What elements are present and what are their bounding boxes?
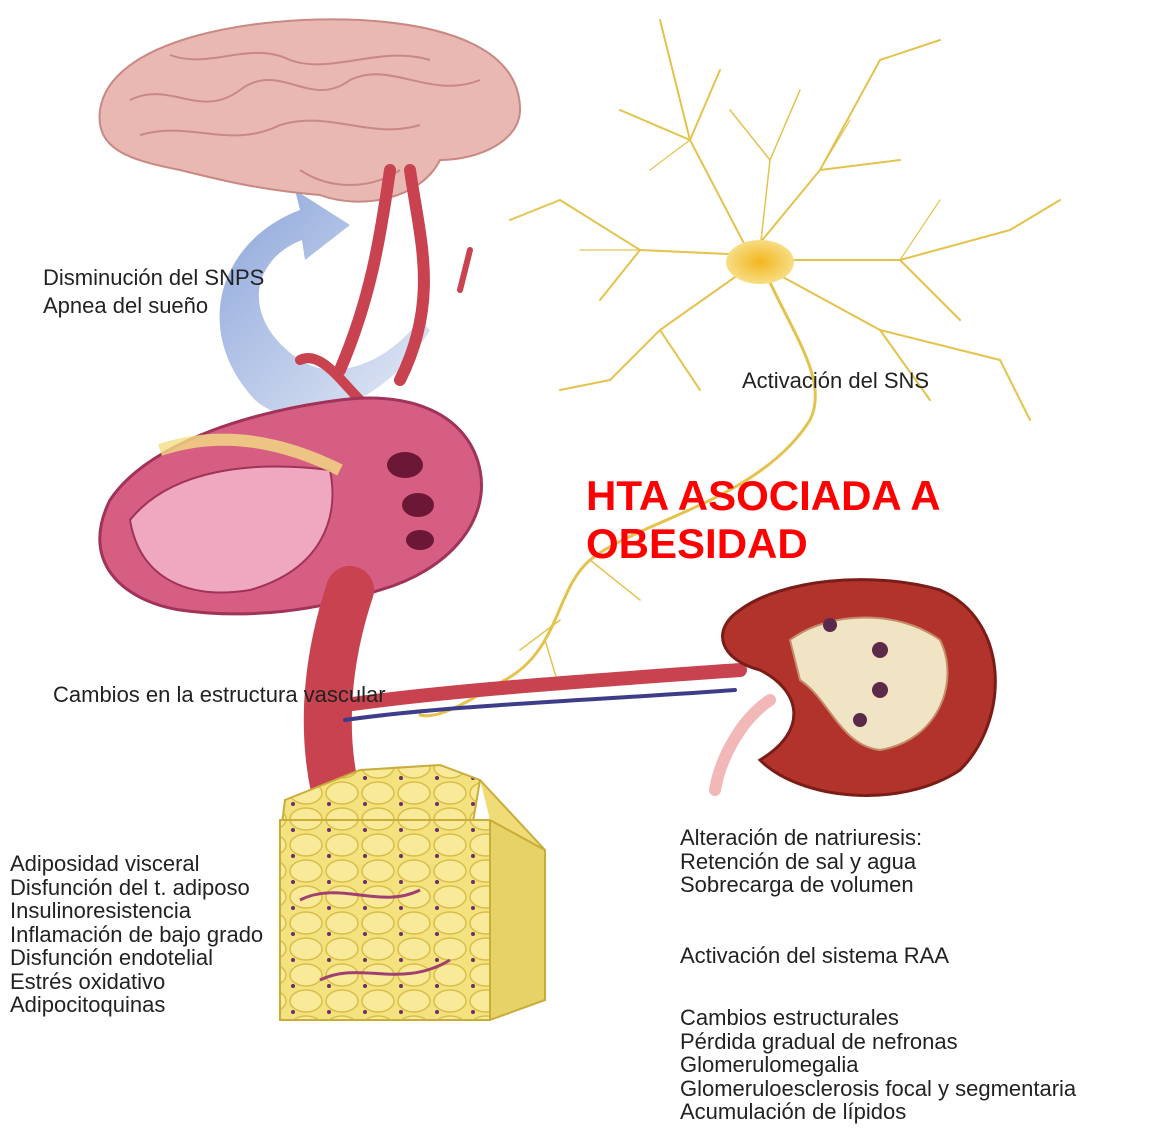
diagram-title-line2: OBESIDAD <box>586 520 941 568</box>
heart-drawing <box>100 398 482 614</box>
diagram-title: HTA ASOCIADA A OBESIDAD <box>586 472 941 568</box>
kidney-item: Pérdida gradual de nefronas <box>680 1030 1076 1054</box>
adipose-item: Adiposidad visceral <box>10 852 263 876</box>
vascular-label: Cambios en la estructura vascular <box>53 683 386 706</box>
adipose-item: Insulinoresistencia <box>10 899 263 923</box>
adipose-effects-list: Adiposidad visceral Disfunción del t. ad… <box>10 852 263 1017</box>
adipose-item: Disfunción endotelial <box>10 946 263 970</box>
kidney-drawing <box>715 580 995 796</box>
adipose-tissue-drawing <box>280 765 545 1020</box>
kidney-item: Cambios estructurales <box>680 1006 1076 1030</box>
kidney-item: Sobrecarga de volumen <box>680 873 922 897</box>
adipose-item: Estrés oxidativo <box>10 970 263 994</box>
adipose-item: Adipocitoquinas <box>10 993 263 1017</box>
brain-label-apnea: Apnea del sueño <box>43 294 208 317</box>
kidney-item: Activación del sistema RAA <box>680 944 949 968</box>
aorta-drawing <box>328 590 740 790</box>
kidney-item: Glomerulomegalia <box>680 1053 1076 1077</box>
brain-label-snps: Disminución del SNPS <box>43 266 264 289</box>
kidney-item: Alteración de natriuresis: <box>680 826 922 850</box>
kidney-structural-list: Cambios estructurales Pérdida gradual de… <box>680 1006 1076 1124</box>
diagram-title-line1: HTA ASOCIADA A <box>586 472 941 520</box>
brain-drawing <box>100 19 520 201</box>
kidney-item: Glomeruloesclerosis focal y segmentaria <box>680 1077 1076 1101</box>
kidney-natriuresis-list: Alteración de natriuresis: Retención de … <box>680 826 922 897</box>
adipose-item: Inflamación de bajo grado <box>10 923 263 947</box>
kidney-item: Retención de sal y agua <box>680 850 922 874</box>
adipose-item: Disfunción del t. adiposo <box>10 876 263 900</box>
kidney-item: Acumulación de lípidos <box>680 1100 1076 1124</box>
nerve-label: Activación del SNS <box>742 369 929 392</box>
kidney-raa-list: Activación del sistema RAA <box>680 944 949 968</box>
